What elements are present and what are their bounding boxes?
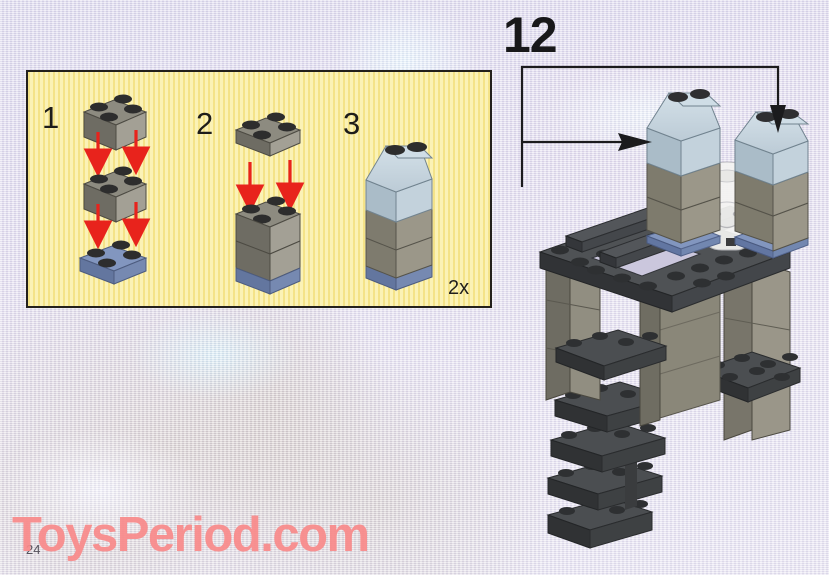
- page-number: 24: [26, 542, 41, 557]
- step-number: 12: [503, 7, 558, 63]
- subassembly-panel: 1 2 3 2x: [26, 70, 492, 308]
- substep-3-illustration: [365, 142, 434, 291]
- panel-stripe-texture: [28, 72, 490, 306]
- quantity-label: 2x: [448, 277, 470, 299]
- subassembly-illustrations: [78, 94, 434, 295]
- substep-2-illustration: [234, 112, 305, 295]
- substep-number-3: 3: [343, 106, 361, 141]
- substep-number-1: 1: [42, 100, 60, 135]
- substep-number-2: 2: [196, 106, 214, 141]
- substep-1-illustration: [78, 94, 151, 285]
- watermark-text: ToysPeriod.com: [12, 508, 370, 562]
